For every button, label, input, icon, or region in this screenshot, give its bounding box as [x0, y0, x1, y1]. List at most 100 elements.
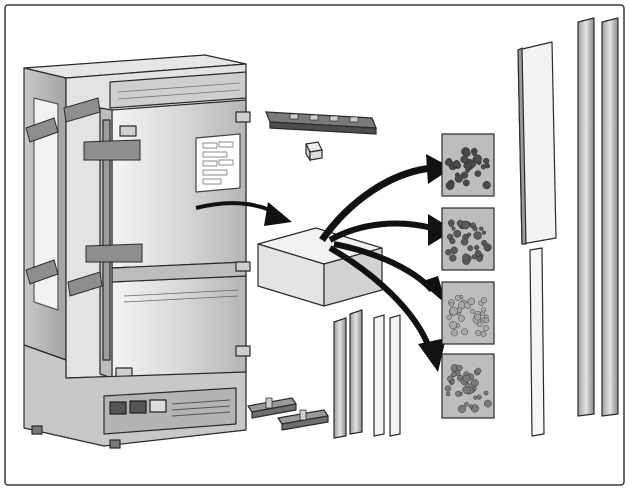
hinge-bottom: [235, 345, 251, 357]
arrow-box-to-bag-2: [328, 220, 433, 243]
tape-piece: [25, 117, 59, 143]
small-part: [445, 249, 452, 256]
fridge-handle-rail: [102, 119, 111, 361]
small-part: [448, 182, 454, 188]
small-part: [460, 238, 469, 246]
small-part: [483, 317, 490, 324]
small-part: [473, 231, 482, 240]
arrow-box-to-bag-1: [319, 164, 433, 243]
small-part: [461, 328, 469, 336]
tall-trim-strip: [601, 17, 619, 417]
protective-tapes: [25, 97, 143, 297]
arrows: [195, 154, 454, 372]
instruction-sheet: [195, 133, 241, 193]
small-part: [454, 174, 463, 183]
small-part: [467, 232, 472, 237]
small-part: [460, 171, 469, 179]
small-part: [453, 229, 462, 238]
tape-piece: [67, 271, 103, 297]
small-part: [444, 385, 452, 392]
short-trim-strips: [333, 309, 401, 439]
small-part: [450, 246, 458, 255]
small-part: [483, 157, 490, 165]
small-part: [465, 383, 471, 389]
small-part: [476, 321, 483, 327]
tall-trim-strip: [577, 17, 595, 417]
small-cube-part: [305, 141, 323, 162]
fridge-lower-drawer: [111, 275, 247, 379]
small-part: [467, 245, 474, 252]
small-part: [473, 154, 482, 163]
arrow-head: [418, 338, 446, 372]
bracket: [251, 403, 297, 419]
small-part: [471, 379, 479, 387]
side-panel-large-edge: [517, 47, 527, 245]
small-part: [462, 179, 470, 187]
tape-piece: [25, 259, 59, 285]
bracket: [281, 415, 329, 431]
small-part: [485, 245, 490, 251]
drawer-line: [123, 289, 239, 297]
small-part: [457, 314, 465, 322]
small-part: [449, 321, 458, 330]
small-part: [462, 149, 471, 157]
small-part: [450, 371, 457, 378]
small-part: [480, 330, 487, 337]
fridge-side-window: [33, 97, 59, 311]
small-part: [450, 379, 455, 384]
hinge-top: [235, 111, 251, 123]
drawer-line: [123, 295, 239, 303]
small-part: [450, 329, 458, 337]
small-part: [462, 253, 470, 261]
small-part: [480, 307, 487, 313]
hinge-cover-strip: [265, 111, 377, 135]
small-part: [448, 222, 454, 228]
small-part: [473, 395, 478, 400]
small-part: [463, 163, 469, 169]
small-part: [456, 364, 463, 372]
parts-bags: [441, 133, 495, 419]
side-panels: [517, 17, 619, 437]
small-part: [475, 367, 482, 374]
small-part: [483, 399, 492, 408]
hinge-left-top: [119, 125, 137, 137]
small-part: [482, 181, 491, 190]
small-part: [449, 306, 458, 316]
grille-line: [117, 82, 241, 93]
white-strip: [529, 247, 545, 437]
small-part: [481, 297, 488, 304]
fridge-foot: [31, 425, 43, 435]
parts-bag-4: [441, 353, 495, 419]
parts-bag-2: [441, 207, 495, 271]
fridge-kickplate: [103, 387, 237, 435]
small-part: [474, 245, 480, 251]
small-part: [447, 233, 454, 240]
trim-strip: [333, 317, 347, 439]
small-part: [468, 404, 473, 409]
bracket-tab: [299, 409, 307, 421]
small-part: [449, 302, 454, 307]
parts-bag-1: [441, 133, 495, 197]
tape-piece: [85, 243, 143, 263]
arrow-head: [428, 214, 454, 246]
trim-strip: [373, 314, 385, 437]
small-part: [454, 295, 461, 301]
bracket-tab: [265, 397, 273, 409]
small-part: [483, 390, 489, 396]
tape-piece: [63, 97, 101, 123]
small-part: [451, 226, 456, 231]
small-part: [479, 226, 484, 231]
fridge-top-grille: [109, 71, 247, 109]
arrow-head: [426, 154, 452, 184]
tape-piece: [83, 139, 141, 161]
trim-strip: [349, 309, 363, 435]
small-part: [444, 158, 452, 166]
small-part: [481, 230, 486, 235]
refrigerator: [23, 54, 251, 449]
small-part: [474, 250, 482, 257]
small-part: [480, 164, 487, 170]
control-panel: [109, 399, 231, 417]
small-part: [475, 329, 482, 337]
